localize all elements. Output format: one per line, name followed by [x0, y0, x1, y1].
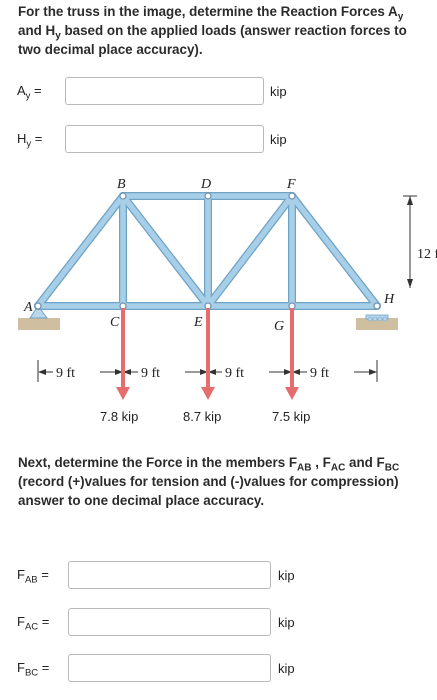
node-label-g: G	[274, 319, 284, 334]
load-arrow-e	[206, 308, 210, 387]
ay-unit: kip	[270, 84, 287, 99]
joint-a	[34, 302, 42, 310]
fac-label: FAC =	[17, 614, 50, 633]
question-line: (record (+)values for tension and (-)val…	[18, 474, 399, 489]
truss-diagram: A B C D E F G H 12 f 9	[18, 177, 437, 424]
roller-wheel	[377, 316, 383, 322]
fab-unit: kip	[278, 568, 295, 583]
load-label-g: 7.5 kip	[272, 409, 310, 424]
support-pad-h	[356, 318, 398, 330]
question-line: based on the applied loads (answer react…	[60, 23, 407, 38]
fbc-label: FBC =	[17, 660, 50, 679]
question-line: two decimal place accuracy).	[18, 42, 203, 57]
arrow-down-icon	[201, 387, 215, 400]
arrow-down-icon	[285, 387, 299, 400]
fac-input[interactable]	[68, 608, 271, 636]
hy-unit: kip	[270, 132, 287, 147]
hy-input[interactable]	[65, 125, 264, 153]
span-label: 9 ft	[310, 366, 329, 381]
fac-unit: kip	[278, 615, 295, 630]
arrow-down-icon	[116, 387, 130, 400]
joint-f	[288, 192, 296, 200]
ay-input[interactable]	[65, 77, 264, 105]
joint-h	[373, 302, 381, 310]
fab-row: FAB = kip	[0, 561, 437, 591]
fbc-row: FBC = kip	[0, 654, 437, 684]
support-pad-a	[18, 318, 60, 330]
question-text-reactions: For the truss in the image, determine th…	[18, 2, 418, 59]
fab-input[interactable]	[68, 561, 271, 589]
load-arrow-c	[121, 308, 125, 387]
question-line: and F	[345, 455, 385, 470]
node-label-d: D	[200, 177, 211, 192]
fac-row: FAC = kip	[0, 608, 437, 638]
joint-b	[119, 192, 127, 200]
hy-label: Hy =	[17, 131, 43, 150]
height-label: 12 f	[417, 247, 437, 262]
fbc-input[interactable]	[68, 654, 271, 682]
fab-label: FAB =	[17, 567, 49, 586]
subscript: y	[397, 11, 404, 23]
subscript: AC	[330, 462, 346, 474]
subscript: BC	[384, 462, 400, 474]
span-label: 9 ft	[225, 366, 244, 381]
question-line: answer to one decimal place accuracy.	[18, 493, 265, 508]
ay-label: Ay =	[17, 83, 42, 102]
hy-row: Hy = kip	[0, 125, 437, 155]
load-arrow-g	[290, 308, 294, 387]
load-arrows	[116, 308, 299, 400]
arrow-down-icon	[407, 279, 413, 288]
roller-wheel	[382, 316, 388, 322]
node-label-b: B	[117, 177, 126, 192]
question-line: and H	[18, 23, 56, 38]
question-line: For the truss in the image, determine th…	[18, 4, 398, 19]
ay-row: Ay = kip	[0, 77, 437, 107]
span-label: 9 ft	[141, 366, 160, 381]
question-text-members: Next, determine the Force in the members…	[18, 453, 428, 510]
roller-wheel	[367, 316, 373, 322]
joint-d	[204, 192, 212, 200]
load-label-c: 7.8 kip	[100, 409, 138, 424]
node-label-e: E	[193, 315, 203, 330]
arrow-up-icon	[407, 196, 413, 205]
subscript: y	[55, 30, 61, 42]
node-label-a: A	[23, 300, 33, 315]
node-label-h: H	[383, 292, 395, 307]
subscript: AB	[297, 462, 312, 474]
roller-wheel	[372, 316, 378, 322]
node-label-c: C	[110, 315, 120, 330]
pin-support-icon	[29, 305, 48, 319]
question-line: , F	[311, 455, 331, 470]
load-label-e: 8.7 kip	[183, 409, 221, 424]
node-label-f: F	[286, 177, 296, 192]
question-line: Next, determine the Force in the members…	[18, 455, 298, 470]
fbc-unit: kip	[278, 661, 295, 676]
span-label: 9 ft	[56, 366, 75, 381]
